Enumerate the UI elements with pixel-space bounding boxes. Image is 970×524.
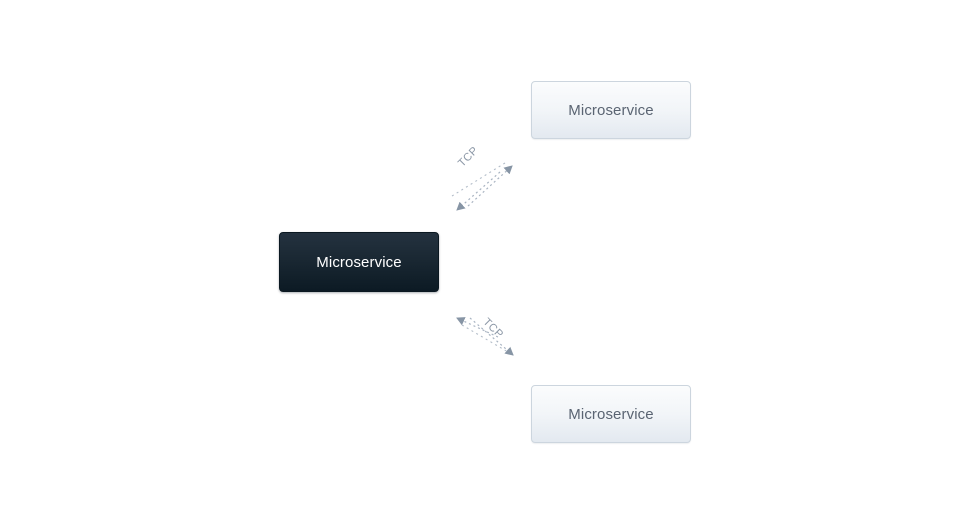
node-microservice-top[interactable]: Microservice bbox=[531, 81, 691, 139]
edge-main-to-top-outbound bbox=[467, 165, 513, 207]
edge-main-to-top-inbound bbox=[456, 171, 501, 211]
node-label: Microservice bbox=[568, 405, 654, 423]
edge-label-tcp-lower: TCP bbox=[480, 316, 506, 341]
edge-dash-run bbox=[451, 162, 506, 197]
node-microservice-bottom[interactable]: Microservice bbox=[531, 385, 691, 443]
edge-main-to-top-strokes bbox=[451, 162, 506, 197]
node-microservice-main[interactable]: Microservice bbox=[279, 232, 439, 292]
edge-label-tcp-upper: TCP bbox=[456, 144, 481, 170]
edge-main-to-top bbox=[456, 165, 513, 211]
node-label: Microservice bbox=[316, 253, 402, 271]
node-label: Microservice bbox=[568, 101, 654, 119]
